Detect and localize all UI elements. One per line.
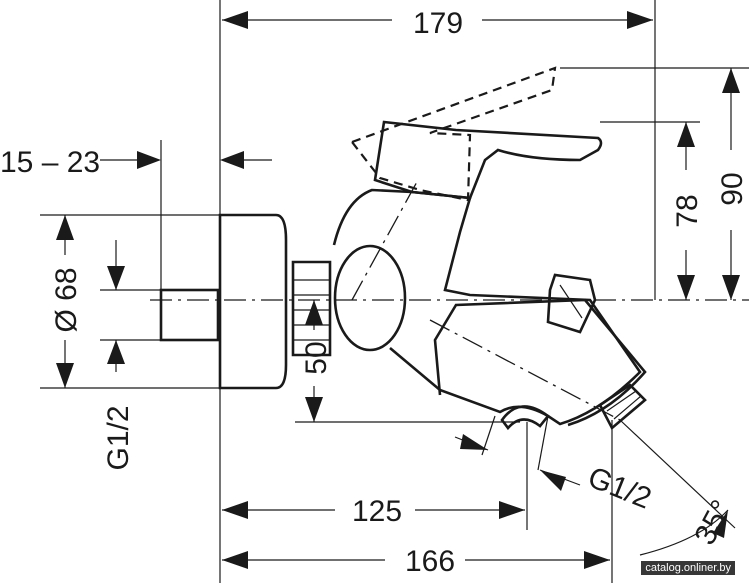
dim-angle-label: 35° bbox=[688, 495, 738, 551]
dim-g12-inlet: G1/2 bbox=[102, 240, 135, 471]
dim-g12-outlet: G1/2 bbox=[454, 415, 656, 516]
dim-166-label: 166 bbox=[405, 545, 455, 578]
diverter-knob bbox=[546, 273, 597, 334]
faucet bbox=[159, 66, 647, 431]
spout bbox=[433, 298, 647, 427]
inlet-connector bbox=[159, 288, 220, 342]
dim-angle: 35° bbox=[639, 495, 739, 556]
extension-lines bbox=[40, 0, 749, 583]
dim-179: 179 bbox=[222, 4, 653, 40]
escutcheon bbox=[218, 213, 288, 390]
coupling-nut bbox=[291, 260, 332, 357]
dim-50-label: 50 bbox=[300, 341, 333, 374]
spout-axis-line bbox=[429, 319, 621, 421]
dim-g12-outlet-label: G1/2 bbox=[583, 461, 656, 516]
mixer-body bbox=[332, 188, 642, 426]
dim-diameter: Ø 68 bbox=[48, 215, 83, 388]
body-sphere bbox=[333, 244, 407, 352]
lever-axis-line bbox=[351, 179, 419, 301]
dim-diameter-label: Ø 68 bbox=[50, 267, 83, 332]
aerator bbox=[500, 405, 550, 431]
dim-78-label: 78 bbox=[671, 194, 704, 227]
dim-50: 50 bbox=[297, 300, 333, 422]
dim-15-23: 15 – 23 bbox=[0, 146, 272, 179]
dim-166: 166 bbox=[222, 543, 610, 578]
dim-g12-inlet-label: G1/2 bbox=[102, 405, 135, 470]
lever-handle bbox=[373, 120, 603, 200]
dim-125-label: 125 bbox=[352, 495, 402, 528]
dim-15-23-label: 15 – 23 bbox=[0, 146, 100, 179]
dim-78: 78 bbox=[668, 122, 704, 300]
shower-outlet-nut bbox=[598, 383, 647, 431]
watermark: catalog.onliner.by bbox=[641, 561, 735, 575]
lever-raised-outline bbox=[350, 66, 557, 202]
dim-90-label: 90 bbox=[716, 172, 749, 205]
dim-90: 90 bbox=[713, 68, 749, 300]
dim-179-label: 179 bbox=[413, 7, 463, 40]
dim-125: 125 bbox=[222, 493, 525, 528]
